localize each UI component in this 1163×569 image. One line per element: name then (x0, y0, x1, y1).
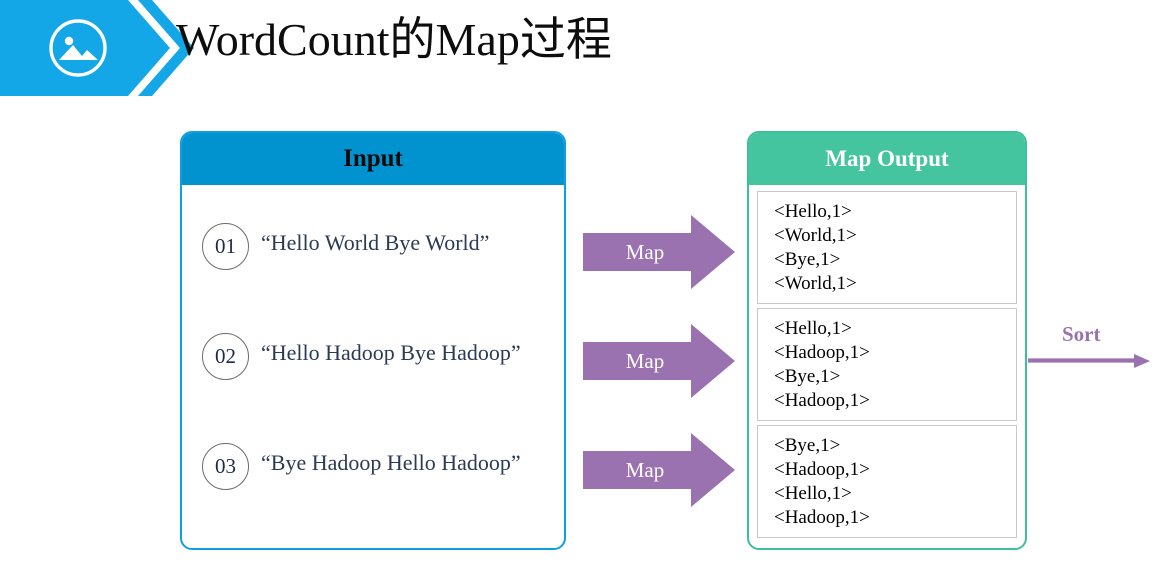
key-value-pair: <Hadoop,1> (774, 507, 870, 528)
key-value-pair: <Hadoop,1> (774, 459, 870, 480)
key-value-pair: <Hello,1> (774, 318, 852, 339)
page-title: WordCount的Map过程 (176, 14, 612, 65)
header-banner: WordCount的Map过程 (0, 0, 700, 96)
key-value-pair: <Bye,1> (774, 249, 841, 270)
key-value-pair: <Bye,1> (774, 366, 841, 387)
key-value-pair: <Bye,1> (774, 435, 841, 456)
image-photo-icon (46, 16, 110, 80)
input-panel: Input 01 “Hello World Bye World” 02 “Hel… (180, 131, 566, 550)
item-number-badge: 03 (202, 443, 249, 490)
map-output-header: Map Output (749, 133, 1025, 185)
banner-chevron-shape (0, 0, 194, 96)
map-arrow-1[interactable]: Map (583, 215, 735, 289)
map-output-cell-list: <Hello,1> <World,1> <Bye,1> <World,1> <H… (749, 185, 1025, 538)
list-item[interactable]: 01 “Hello World Bye World” (202, 221, 564, 331)
key-value-pair: <Hadoop,1> (774, 342, 870, 363)
key-value-pair: <Hello,1> (774, 201, 852, 222)
list-item[interactable]: 02 “Hello Hadoop Bye Hadoop” (202, 331, 564, 441)
sort-arrow-icon (1028, 354, 1150, 368)
map-output-title: Map Output (825, 146, 949, 171)
input-item-list: 01 “Hello World Bye World” 02 “Hello Had… (182, 185, 564, 548)
key-value-pair: <World,1> (774, 225, 857, 246)
item-text: “Hello Hadoop Bye Hadoop” (261, 340, 521, 365)
output-cell: <Hello,1> <World,1> <Bye,1> <World,1> (757, 191, 1017, 304)
sort-arrow[interactable]: Sort (1028, 322, 1160, 384)
item-number-badge: 02 (202, 333, 249, 380)
map-arrow-2[interactable]: Map (583, 324, 735, 398)
sort-label: Sort (1062, 322, 1101, 346)
key-value-pair: <Hello,1> (774, 483, 852, 504)
item-text: “Bye Hadoop Hello Hadoop” (261, 450, 521, 475)
item-text: “Hello World Bye World” (261, 230, 490, 255)
list-item[interactable]: 03 “Bye Hadoop Hello Hadoop” (202, 441, 564, 548)
output-cell: <Bye,1> <Hadoop,1> <Hello,1> <Hadoop,1> (757, 425, 1017, 538)
output-cell: <Hello,1> <Hadoop,1> <Bye,1> <Hadoop,1> (757, 308, 1017, 421)
key-value-pair: <World,1> (774, 273, 857, 294)
input-panel-title: Input (343, 145, 403, 172)
map-arrow-3[interactable]: Map (583, 433, 735, 507)
input-panel-header: Input (182, 133, 564, 185)
map-output-panel: Map Output <Hello,1> <World,1> <Bye,1> <… (747, 131, 1027, 550)
key-value-pair: <Hadoop,1> (774, 390, 870, 411)
item-number-badge: 01 (202, 223, 249, 270)
